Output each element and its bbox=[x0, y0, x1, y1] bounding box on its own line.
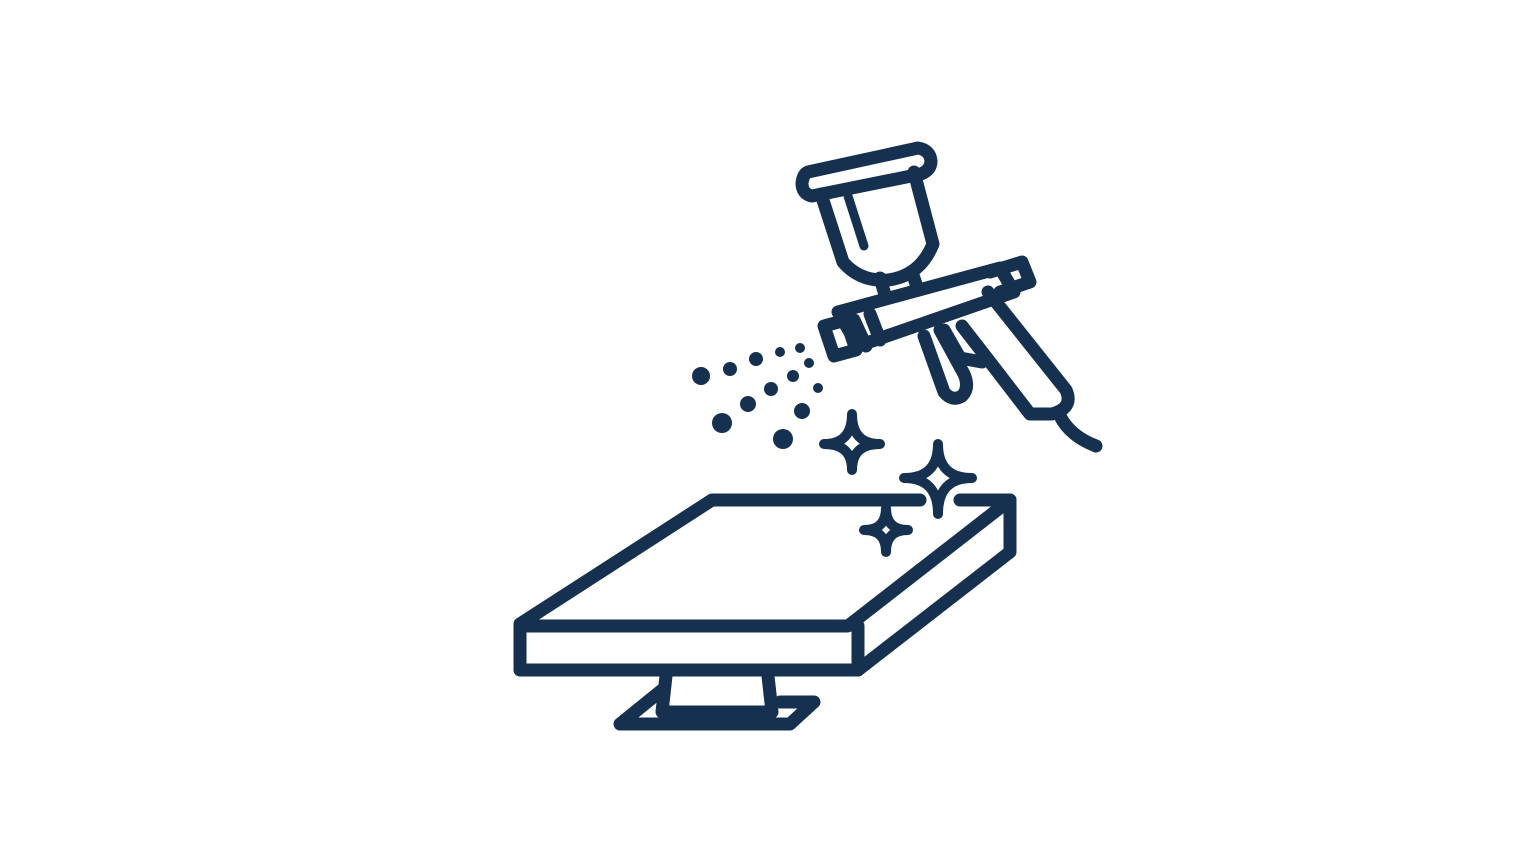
paint-droplets-icon bbox=[692, 343, 823, 449]
paint-droplet bbox=[712, 413, 732, 433]
spray-gun-rear-cap bbox=[983, 255, 1037, 299]
spray-gun-nozzle bbox=[817, 313, 863, 363]
panel-front-face bbox=[513, 619, 865, 677]
paint-droplet bbox=[773, 429, 793, 449]
panel-top-surface-right bbox=[513, 493, 1017, 633]
sparkle-small bbox=[859, 503, 913, 557]
spray-gun-trigger-guard bbox=[937, 323, 989, 369]
spray-gun-barrel-ring bbox=[847, 307, 887, 353]
sparkle-large bbox=[899, 439, 977, 519]
panel-stand-neck bbox=[655, 669, 779, 719]
sparkle-medium bbox=[819, 409, 885, 475]
paint-droplet bbox=[749, 352, 763, 366]
coated-panel-icon bbox=[513, 493, 1017, 731]
paint-droplet bbox=[775, 347, 785, 357]
panel-top-surface bbox=[513, 493, 927, 631]
paint-droplet bbox=[764, 382, 778, 396]
paint-droplet bbox=[787, 370, 799, 382]
paint-droplet bbox=[740, 396, 756, 412]
spray-gun-handle bbox=[955, 285, 1075, 421]
paint-droplet bbox=[813, 383, 823, 393]
spray-gun-icon bbox=[795, 141, 1103, 453]
panel-stand-base bbox=[613, 683, 821, 731]
panel-side-face bbox=[851, 493, 1017, 677]
paint-droplet bbox=[692, 367, 710, 385]
spray-gun-hose bbox=[1053, 409, 1103, 453]
sparkle-icon bbox=[819, 409, 977, 557]
spray-gun-trigger bbox=[917, 323, 974, 405]
paint-droplet bbox=[795, 343, 805, 353]
paint-droplet bbox=[804, 358, 814, 368]
spray-gun-cup-highlight bbox=[843, 191, 869, 251]
paint-droplet bbox=[794, 403, 810, 419]
spray-gun-cup bbox=[814, 165, 940, 287]
paint-droplet bbox=[723, 362, 737, 376]
